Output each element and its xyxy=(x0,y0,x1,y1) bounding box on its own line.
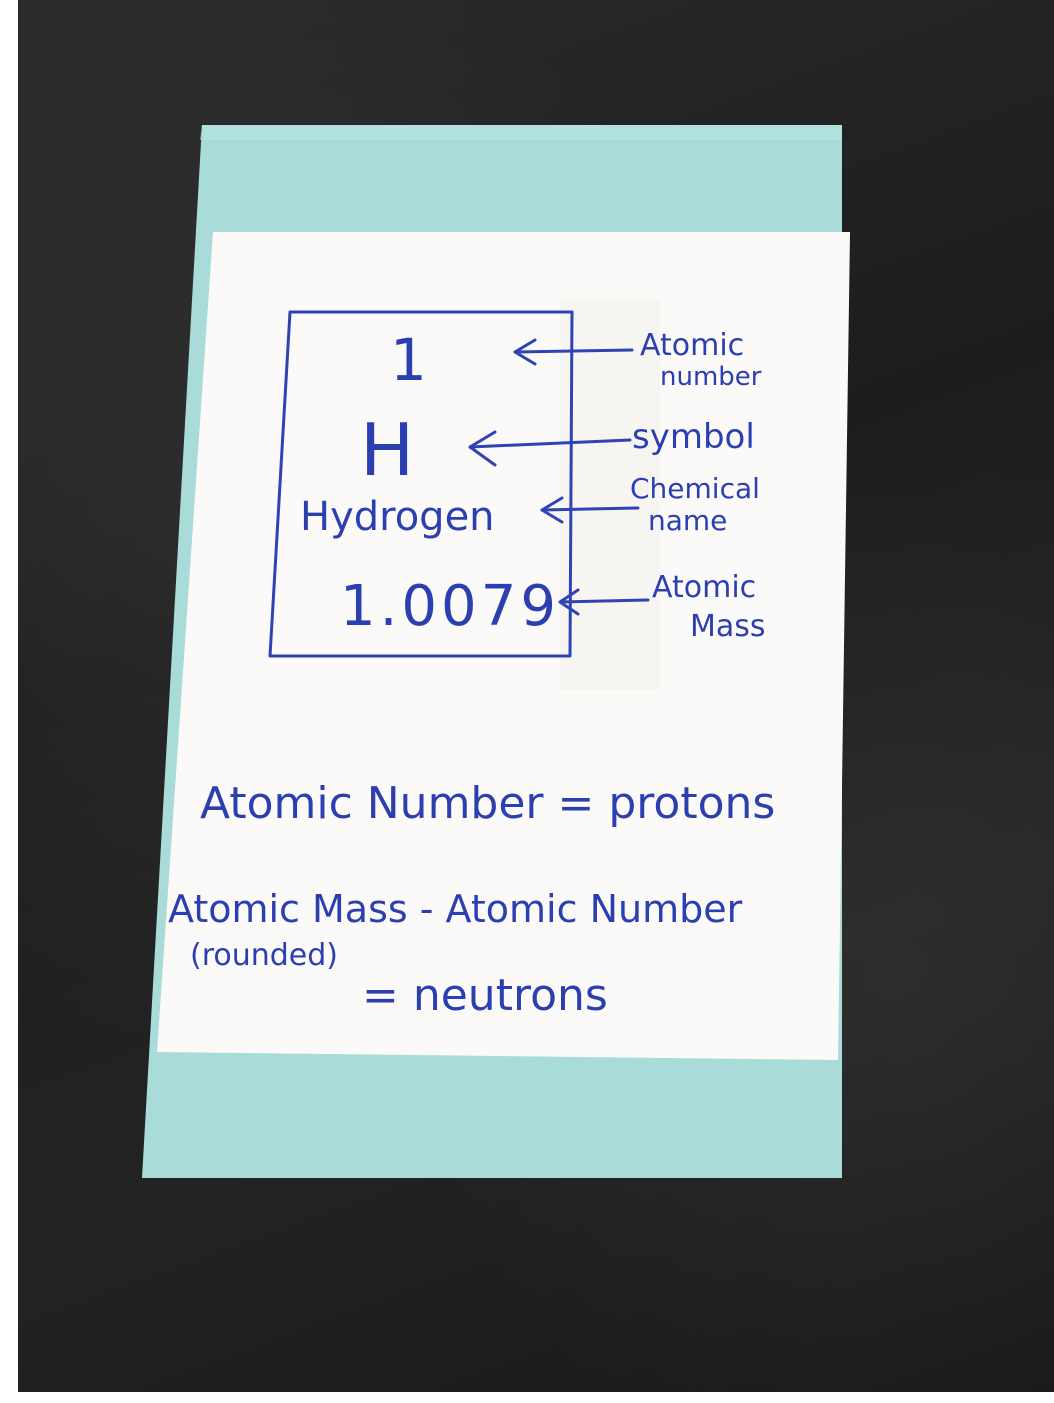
label-atomic-mass-line1: Atomic xyxy=(652,570,756,605)
arrow-chemical-name xyxy=(540,496,640,524)
note-atomic-number-protons: Atomic Number = protons xyxy=(200,778,775,829)
atomic-number-value: 1 xyxy=(390,326,427,394)
label-chemical-name-line2: name xyxy=(648,504,727,537)
label-chemical-name-line1: Chemical xyxy=(630,472,760,505)
label-symbol: symbol xyxy=(632,417,755,457)
element-name-value: Hydrogen xyxy=(300,494,495,540)
white-paper-note xyxy=(157,232,850,1060)
note-rounded: (rounded) xyxy=(190,938,338,973)
arrow-symbol xyxy=(468,430,632,467)
note-neutrons: = neutrons xyxy=(362,970,608,1021)
label-atomic-number-line1: Atomic xyxy=(640,328,744,363)
arrow-atomic-number xyxy=(513,338,634,366)
backing-card-highlight xyxy=(200,125,842,140)
tape-strip xyxy=(560,300,660,690)
symbol-value: H xyxy=(360,408,414,492)
label-atomic-number-line2: number xyxy=(660,362,762,392)
element-box-outline xyxy=(268,310,574,658)
note-mass-minus-number: Atomic Mass - Atomic Number xyxy=(168,887,743,931)
arrow-atomic-mass xyxy=(558,588,650,616)
atomic-mass-value: 1.0079 xyxy=(340,574,560,639)
label-atomic-mass-line2: Mass xyxy=(690,609,766,644)
